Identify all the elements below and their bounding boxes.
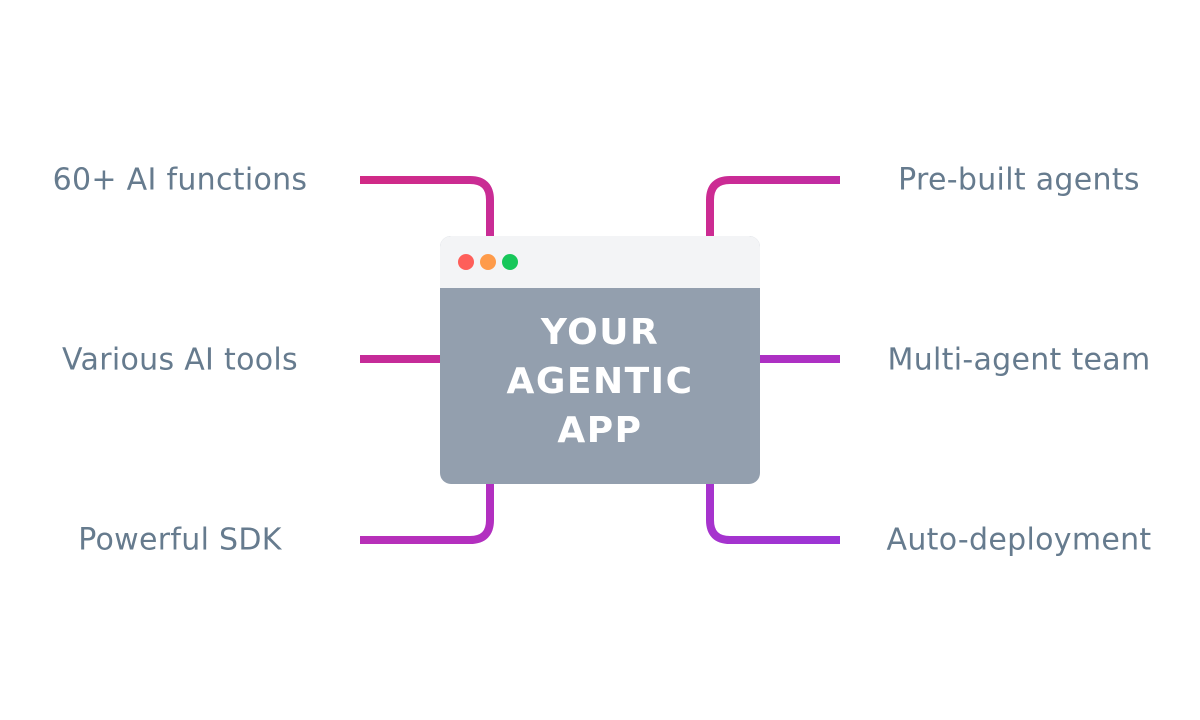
feature-label-ai-functions: 60+ AI functions	[52, 162, 308, 198]
app-window: YOUR AGENTIC APP	[440, 236, 760, 484]
connector-right-bottom	[706, 482, 840, 544]
window-titlebar	[440, 236, 760, 288]
app-title-line: YOUR	[540, 312, 660, 353]
minimize-dot-icon	[480, 254, 496, 270]
app-title: YOUR AGENTIC APP	[440, 308, 760, 455]
connector-right-top	[706, 176, 840, 238]
connector-left-top	[360, 176, 494, 238]
feature-label-sdk: Powerful SDK	[78, 522, 282, 558]
close-dot-icon	[458, 254, 474, 270]
maximize-dot-icon	[502, 254, 518, 270]
feature-label-multi-agent-team: Multi-agent team	[887, 342, 1151, 378]
app-title-line: AGENTIC	[506, 361, 694, 402]
connector-left-bottom	[360, 482, 494, 544]
feature-label-auto-deployment: Auto-deployment	[886, 522, 1152, 558]
app-title-line: APP	[557, 410, 643, 451]
feature-label-prebuilt-agents: Pre-built agents	[898, 162, 1140, 198]
feature-label-ai-tools: Various AI tools	[62, 342, 298, 378]
